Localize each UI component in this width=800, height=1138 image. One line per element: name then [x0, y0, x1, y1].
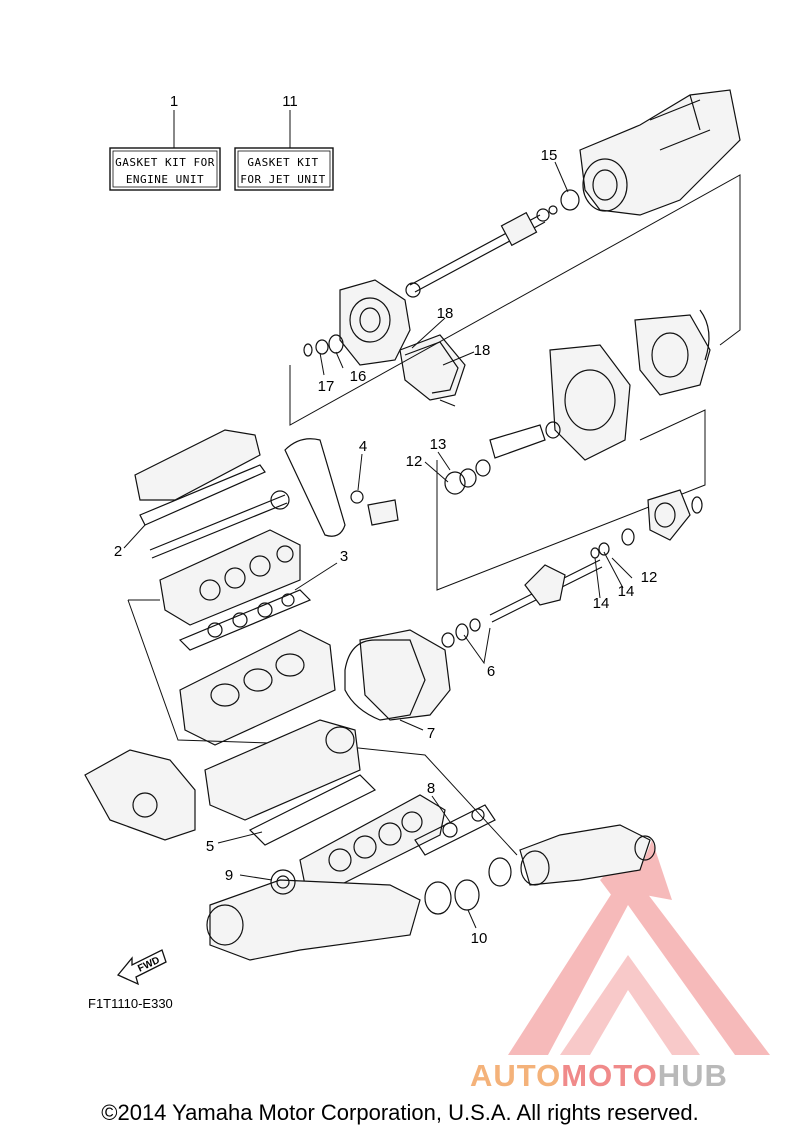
- gasket-10: [424, 857, 512, 915]
- kit-box-engine: 1 GASKET KIT FOR ENGINE UNIT: [109, 93, 221, 191]
- callout-15: 15: [541, 147, 558, 164]
- o-ring-15: [560, 189, 580, 211]
- head-gasket: [178, 589, 312, 651]
- crankcase: [204, 719, 361, 821]
- callout-2: 2: [114, 543, 122, 560]
- crankcase-gasket: [248, 774, 377, 846]
- fwd-label: FWD: [136, 955, 161, 975]
- valve-cover: [134, 429, 266, 526]
- cylinder-head: [159, 529, 301, 626]
- callout-12-upper: 12: [406, 453, 423, 470]
- bearing-16: [328, 334, 344, 354]
- kit-jet-line2: FOR JET UNIT: [240, 173, 325, 186]
- callout-18-upper: 18: [437, 305, 454, 322]
- water-lock-hose: [519, 824, 656, 886]
- kit-engine-number: 1: [170, 93, 178, 110]
- callout-17: 17: [318, 378, 335, 395]
- callout-8: 8: [427, 780, 435, 797]
- callout-16: 16: [350, 368, 367, 385]
- cylinder-block: [179, 629, 336, 746]
- callout-6: 6: [487, 663, 495, 680]
- cover-plate: [399, 334, 466, 407]
- timing-chain: [284, 438, 399, 537]
- leader-lines: [123, 161, 633, 929]
- kit-jet-line1: GASKET KIT: [247, 156, 318, 169]
- gasket-9: [270, 869, 296, 895]
- callout-5: 5: [206, 838, 214, 855]
- camshaft: [149, 490, 290, 559]
- kit-engine-line2: ENGINE UNIT: [126, 173, 204, 186]
- exhaust-pipe: [206, 879, 421, 961]
- callout-10: 10: [471, 930, 488, 947]
- coupler-shaft: [489, 489, 703, 623]
- exhaust-manifold: [299, 794, 446, 891]
- kit-box-jet: 11 GASKET KIT FOR JET UNIT: [234, 93, 334, 191]
- exhaust-gasket-8: [414, 804, 496, 856]
- intake-duct: [549, 309, 711, 461]
- drive-shaft-upper: [405, 205, 558, 298]
- oil-pan: [84, 749, 196, 841]
- circlip-17: [303, 343, 313, 357]
- callout-9: 9: [225, 867, 233, 884]
- callout-14-left: 14: [593, 595, 610, 612]
- brand-part-auto: AUTO: [470, 1058, 562, 1093]
- watermark-brand-text: AUTOMOTOHUB: [470, 1058, 800, 1094]
- callout-numbers: 15 18 18 17 16 4 13 12 2 3 12 14 14 6 7 …: [114, 147, 658, 947]
- kit-jet-number: 11: [282, 93, 298, 110]
- callout-3: 3: [340, 548, 348, 565]
- callout-7: 7: [427, 725, 435, 742]
- oil-seal-17: [315, 339, 329, 355]
- callout-12-lower: 12: [641, 569, 658, 586]
- fwd-arrow-icon: FWD: [116, 949, 167, 986]
- copyright-notice: ©2014 Yamaha Motor Corporation, U.S.A. A…: [101, 1100, 699, 1125]
- callout-14-right: 14: [618, 583, 635, 600]
- figure-code: F1T1110-E330: [88, 996, 173, 1011]
- brand-part-moto: MOTO: [561, 1058, 658, 1093]
- brand-part-hub: HUB: [657, 1058, 728, 1093]
- kit-engine-line1: GASKET KIT FOR: [115, 156, 215, 169]
- jet-pump-housing: [579, 89, 741, 216]
- mid-shaft: [444, 421, 561, 495]
- callout-13: 13: [430, 436, 447, 453]
- bearing-housing: [339, 279, 411, 366]
- magneto-cover: [344, 618, 481, 721]
- callout-18-lower: 18: [474, 342, 491, 359]
- callout-4: 4: [359, 438, 367, 455]
